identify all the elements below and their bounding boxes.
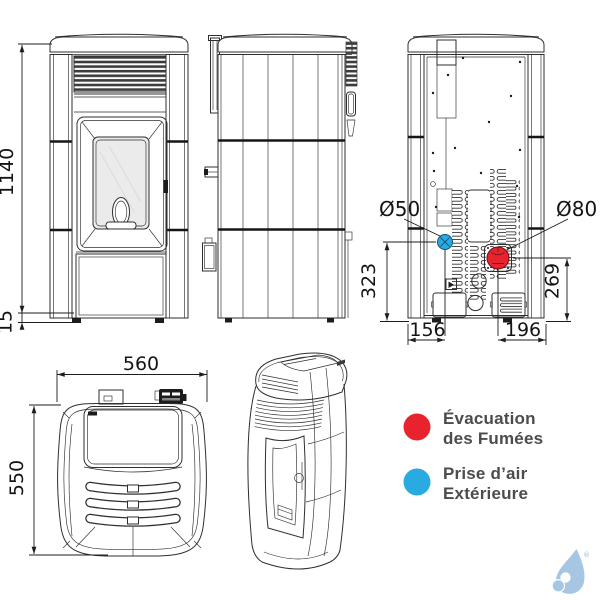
- dim-flue-height-label: 269: [542, 263, 564, 299]
- dim-flue-height: 269: [513, 257, 571, 322]
- perspective-louver-band: [254, 399, 325, 431]
- air-inlet-diameter-label: Ø50: [379, 197, 420, 221]
- perspective-view: [247, 352, 348, 570]
- door-lock: [163, 180, 168, 193]
- top-flue-assembly: [154, 389, 187, 404]
- legend-flue-dot: [403, 413, 431, 441]
- label-air-inlet-diameter: Ø50: [379, 197, 441, 237]
- legend-air-dot: [403, 468, 431, 496]
- legend-air-line2: Extérieure: [443, 484, 528, 503]
- air-inlet-port: [437, 234, 453, 250]
- dim-air-inlet-offset-label: 156: [409, 319, 445, 341]
- dim-foot-height: 15: [0, 310, 74, 334]
- legend-item-air: Prise d’air Extérieure: [403, 464, 528, 503]
- dim-front-height: 1140: [0, 43, 52, 313]
- dim-top-depth: 550: [6, 404, 108, 556]
- perspective-door: [264, 435, 306, 539]
- dim-air-inlet-offset: 156: [407, 250, 446, 345]
- dim-air-inlet-height-label: 323: [358, 263, 380, 299]
- registered-mark: ®: [583, 551, 590, 559]
- top-louver-bars: [85, 481, 181, 527]
- front-louver-vent: [73, 55, 167, 113]
- legend: Évacuation des Fumées Prise d’air Extéri…: [403, 409, 543, 503]
- dim-top-depth-label: 550: [6, 460, 28, 496]
- dim-flue-offset-label: 196: [505, 319, 541, 341]
- front-view: [49, 33, 189, 323]
- brand-logo: ®: [551, 549, 590, 594]
- dim-foot-height-label: 15: [0, 310, 17, 334]
- side-handle: [204, 166, 219, 178]
- front-door: [76, 116, 168, 252]
- dim-top-width: 560: [56, 353, 208, 402]
- dim-flue-offset: 196: [497, 269, 547, 345]
- legend-item-flue: Évacuation des Fumées: [403, 409, 543, 448]
- flue-exhaust-port: [484, 244, 512, 272]
- dim-top-width-label: 560: [123, 353, 159, 375]
- dim-front-height-label: 1140: [0, 148, 18, 196]
- dim-air-inlet-height: 323: [358, 241, 436, 322]
- legend-flue-line1: Évacuation: [443, 409, 536, 428]
- legend-air-line1: Prise d’air: [443, 464, 528, 483]
- legend-flue-line2: des Fumées: [443, 429, 543, 448]
- side-view: [202, 33, 358, 323]
- top-view: [57, 389, 207, 557]
- flue-diameter-label: Ø80: [556, 197, 597, 221]
- rear-vent-slots-left: [452, 189, 468, 294]
- rear-view: [407, 33, 545, 323]
- rear-vent-slots-right2: [506, 179, 520, 276]
- rear-grill-right: [490, 292, 527, 318]
- rear-grill-left: [431, 292, 468, 318]
- side-vent-fins: [345, 41, 358, 87]
- rear-vent-slots-center: [470, 245, 486, 301]
- label-flue-diameter: Ø80: [506, 197, 597, 251]
